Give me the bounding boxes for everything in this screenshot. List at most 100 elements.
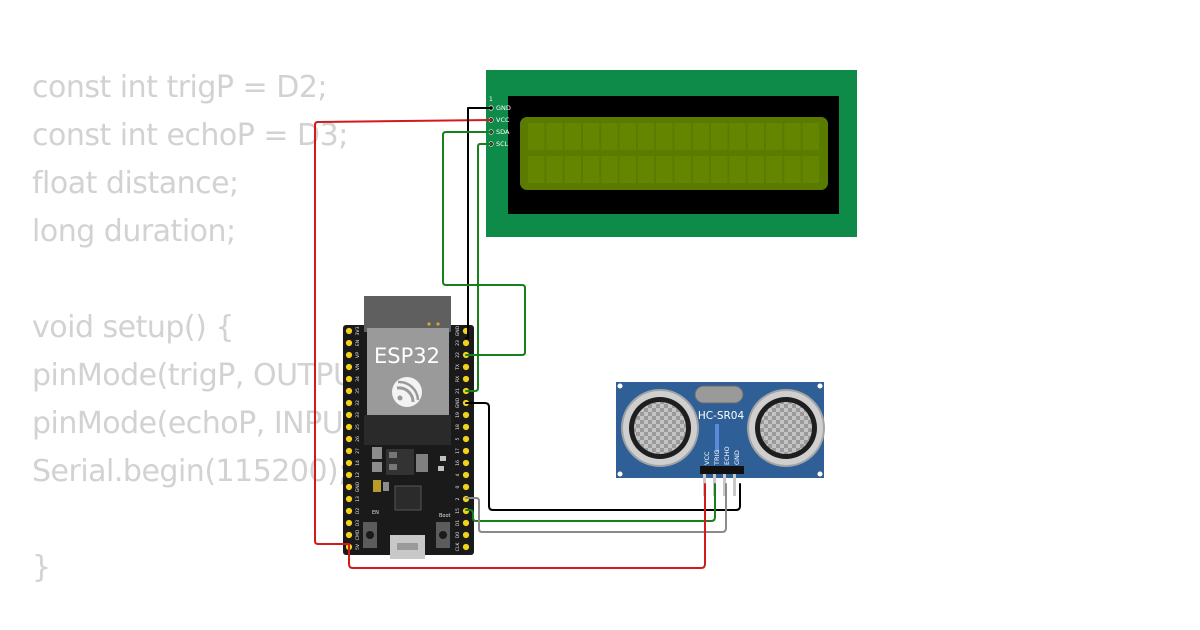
- esp32-pin-right[interactable]: [462, 459, 470, 467]
- lcd-char-cell: [729, 156, 746, 183]
- code-line: float distance;: [32, 166, 239, 201]
- lcd-display[interactable]: 1 GND VCC SDA SCL: [486, 70, 857, 237]
- esp32-pin-label: GND: [455, 325, 461, 336]
- wire-lcd-sda[interactable]: [442, 131, 526, 356]
- lcd-char-cell: [564, 156, 582, 183]
- hc-sr04-sensor[interactable]: HC-SR04 VCC TRIG ECHO GND: [616, 382, 825, 496]
- lcd-char-cell: [692, 156, 710, 183]
- sensor-pin-gnd[interactable]: [733, 474, 736, 496]
- lcd-char-cell: [601, 123, 618, 150]
- esp32-pin-left[interactable]: [345, 519, 353, 527]
- wire-sensor-trig[interactable]: [465, 483, 727, 533]
- lcd-pin-label: SCL: [496, 140, 509, 148]
- esp32-pin-right[interactable]: [462, 375, 470, 383]
- esp32-pin-label: 33: [355, 412, 361, 418]
- esp32-pin-right[interactable]: [462, 423, 470, 431]
- lcd-char-cell: [711, 156, 728, 183]
- lcd-char-cell: [546, 156, 563, 183]
- esp32-pin-right[interactable]: [462, 411, 470, 419]
- esp32-pin-left[interactable]: [345, 495, 353, 503]
- esp32-pin-label: TX: [455, 364, 461, 371]
- esp32-pin-label: D2: [355, 508, 361, 515]
- esp32-pin-left[interactable]: [345, 423, 353, 431]
- esp32-pin-left[interactable]: [345, 411, 353, 419]
- code-line: Serial.begin(115200);: [32, 454, 348, 489]
- esp32-pin-label: GND: [355, 481, 361, 492]
- esp32-pin-left[interactable]: [345, 531, 353, 539]
- esp32-pin-right[interactable]: [462, 447, 470, 455]
- esp32-pin-label: VP: [355, 352, 361, 358]
- esp32-pin-label: 3V3: [355, 326, 361, 335]
- lcd-char-cell: [674, 123, 691, 150]
- transducer-right-mesh: [760, 402, 812, 454]
- wire-lcd-vcc[interactable]: [314, 119, 492, 545]
- mount-hole: [817, 471, 823, 477]
- esp32-antenna: [364, 296, 451, 332]
- esp32-pin-right[interactable]: [462, 519, 470, 527]
- lcd-char-cell: [619, 156, 636, 183]
- esp32-pin-label: 32: [355, 400, 361, 406]
- esp32-pin-left[interactable]: [345, 459, 353, 467]
- lcd-char-cell: [711, 123, 728, 150]
- esp32-label: ESP32: [374, 344, 440, 368]
- esp32-pin-right[interactable]: [462, 339, 470, 347]
- esp32-pin-right[interactable]: [462, 471, 470, 479]
- esp32-pin-left[interactable]: [345, 339, 353, 347]
- usb-port-opening: [397, 543, 418, 550]
- esp32-pin-right[interactable]: [462, 435, 470, 443]
- esp32-pin-right[interactable]: [462, 363, 470, 371]
- lcd-pin-label: GND: [496, 104, 511, 112]
- sensor-pin-echo[interactable]: [723, 474, 726, 496]
- code-line: const int echoP = D3;: [32, 118, 348, 153]
- esp32-pin-left[interactable]: [345, 447, 353, 455]
- esp32-pin-label: 5V: [355, 543, 361, 550]
- wire-lcd-gnd[interactable]: [465, 107, 492, 339]
- lcd-pin-label: VCC: [496, 116, 510, 124]
- esp32-pin-label: 21: [455, 388, 461, 394]
- esp32-pin-left[interactable]: [345, 327, 353, 335]
- esp32-pin-left[interactable]: [345, 351, 353, 359]
- wire-sensor-vcc[interactable]: [348, 483, 706, 569]
- esp32-pin-right[interactable]: [462, 531, 470, 539]
- esp32-pin-label: D3: [355, 520, 361, 527]
- esp32-pin-right[interactable]: [462, 483, 470, 491]
- sensor-pin-label: GND: [733, 450, 741, 465]
- mount-hole: [617, 383, 623, 389]
- wire-lcd-scl[interactable]: [465, 143, 492, 392]
- lcd-char-cell: [765, 123, 783, 150]
- esp32-pin-left[interactable]: [345, 435, 353, 443]
- code-editor-background: const int trigP = D2; const int echoP = …: [32, 64, 394, 592]
- lcd-char-cell: [784, 123, 801, 150]
- esp32-pin-left[interactable]: [345, 471, 353, 479]
- esp32-pin-right[interactable]: [462, 543, 470, 551]
- esp32-pin-left[interactable]: [345, 399, 353, 407]
- esp32-pin-left[interactable]: [345, 387, 353, 395]
- boot-button-cap: [439, 531, 447, 539]
- esp32-led: [427, 322, 431, 326]
- esp32-pin-label: 35: [355, 388, 361, 394]
- mount-hole: [617, 471, 623, 477]
- esp32-pin-left[interactable]: [345, 483, 353, 491]
- esp32-led: [436, 322, 440, 326]
- code-line: void setup() {: [32, 310, 234, 345]
- esp32-pin-label: 26: [355, 436, 361, 442]
- wire-sensor-echo[interactable]: [465, 483, 716, 522]
- esp32-pin-label: 12: [355, 472, 361, 478]
- esp32-pin-left[interactable]: [345, 507, 353, 515]
- esp32-pin-label: 27: [355, 448, 361, 454]
- esp32-pin-left[interactable]: [345, 375, 353, 383]
- esp32-pin-label: CLK: [455, 542, 461, 552]
- esp32-pin-label: 34: [355, 376, 361, 382]
- wire-sensor-gnd[interactable]: [465, 402, 741, 511]
- code-line: const int trigP = D2;: [32, 70, 328, 105]
- sensor-header: [700, 466, 744, 474]
- esp32-pin-label: VN: [355, 364, 361, 371]
- sensor-pin-label: TRIG: [713, 450, 721, 466]
- espressif-logo-icon: [392, 377, 422, 407]
- lcd-pin-index: 1: [489, 96, 493, 103]
- esp32-pin-left[interactable]: [345, 363, 353, 371]
- lcd-char-cell: [802, 156, 819, 183]
- lcd-char-cell: [582, 156, 600, 183]
